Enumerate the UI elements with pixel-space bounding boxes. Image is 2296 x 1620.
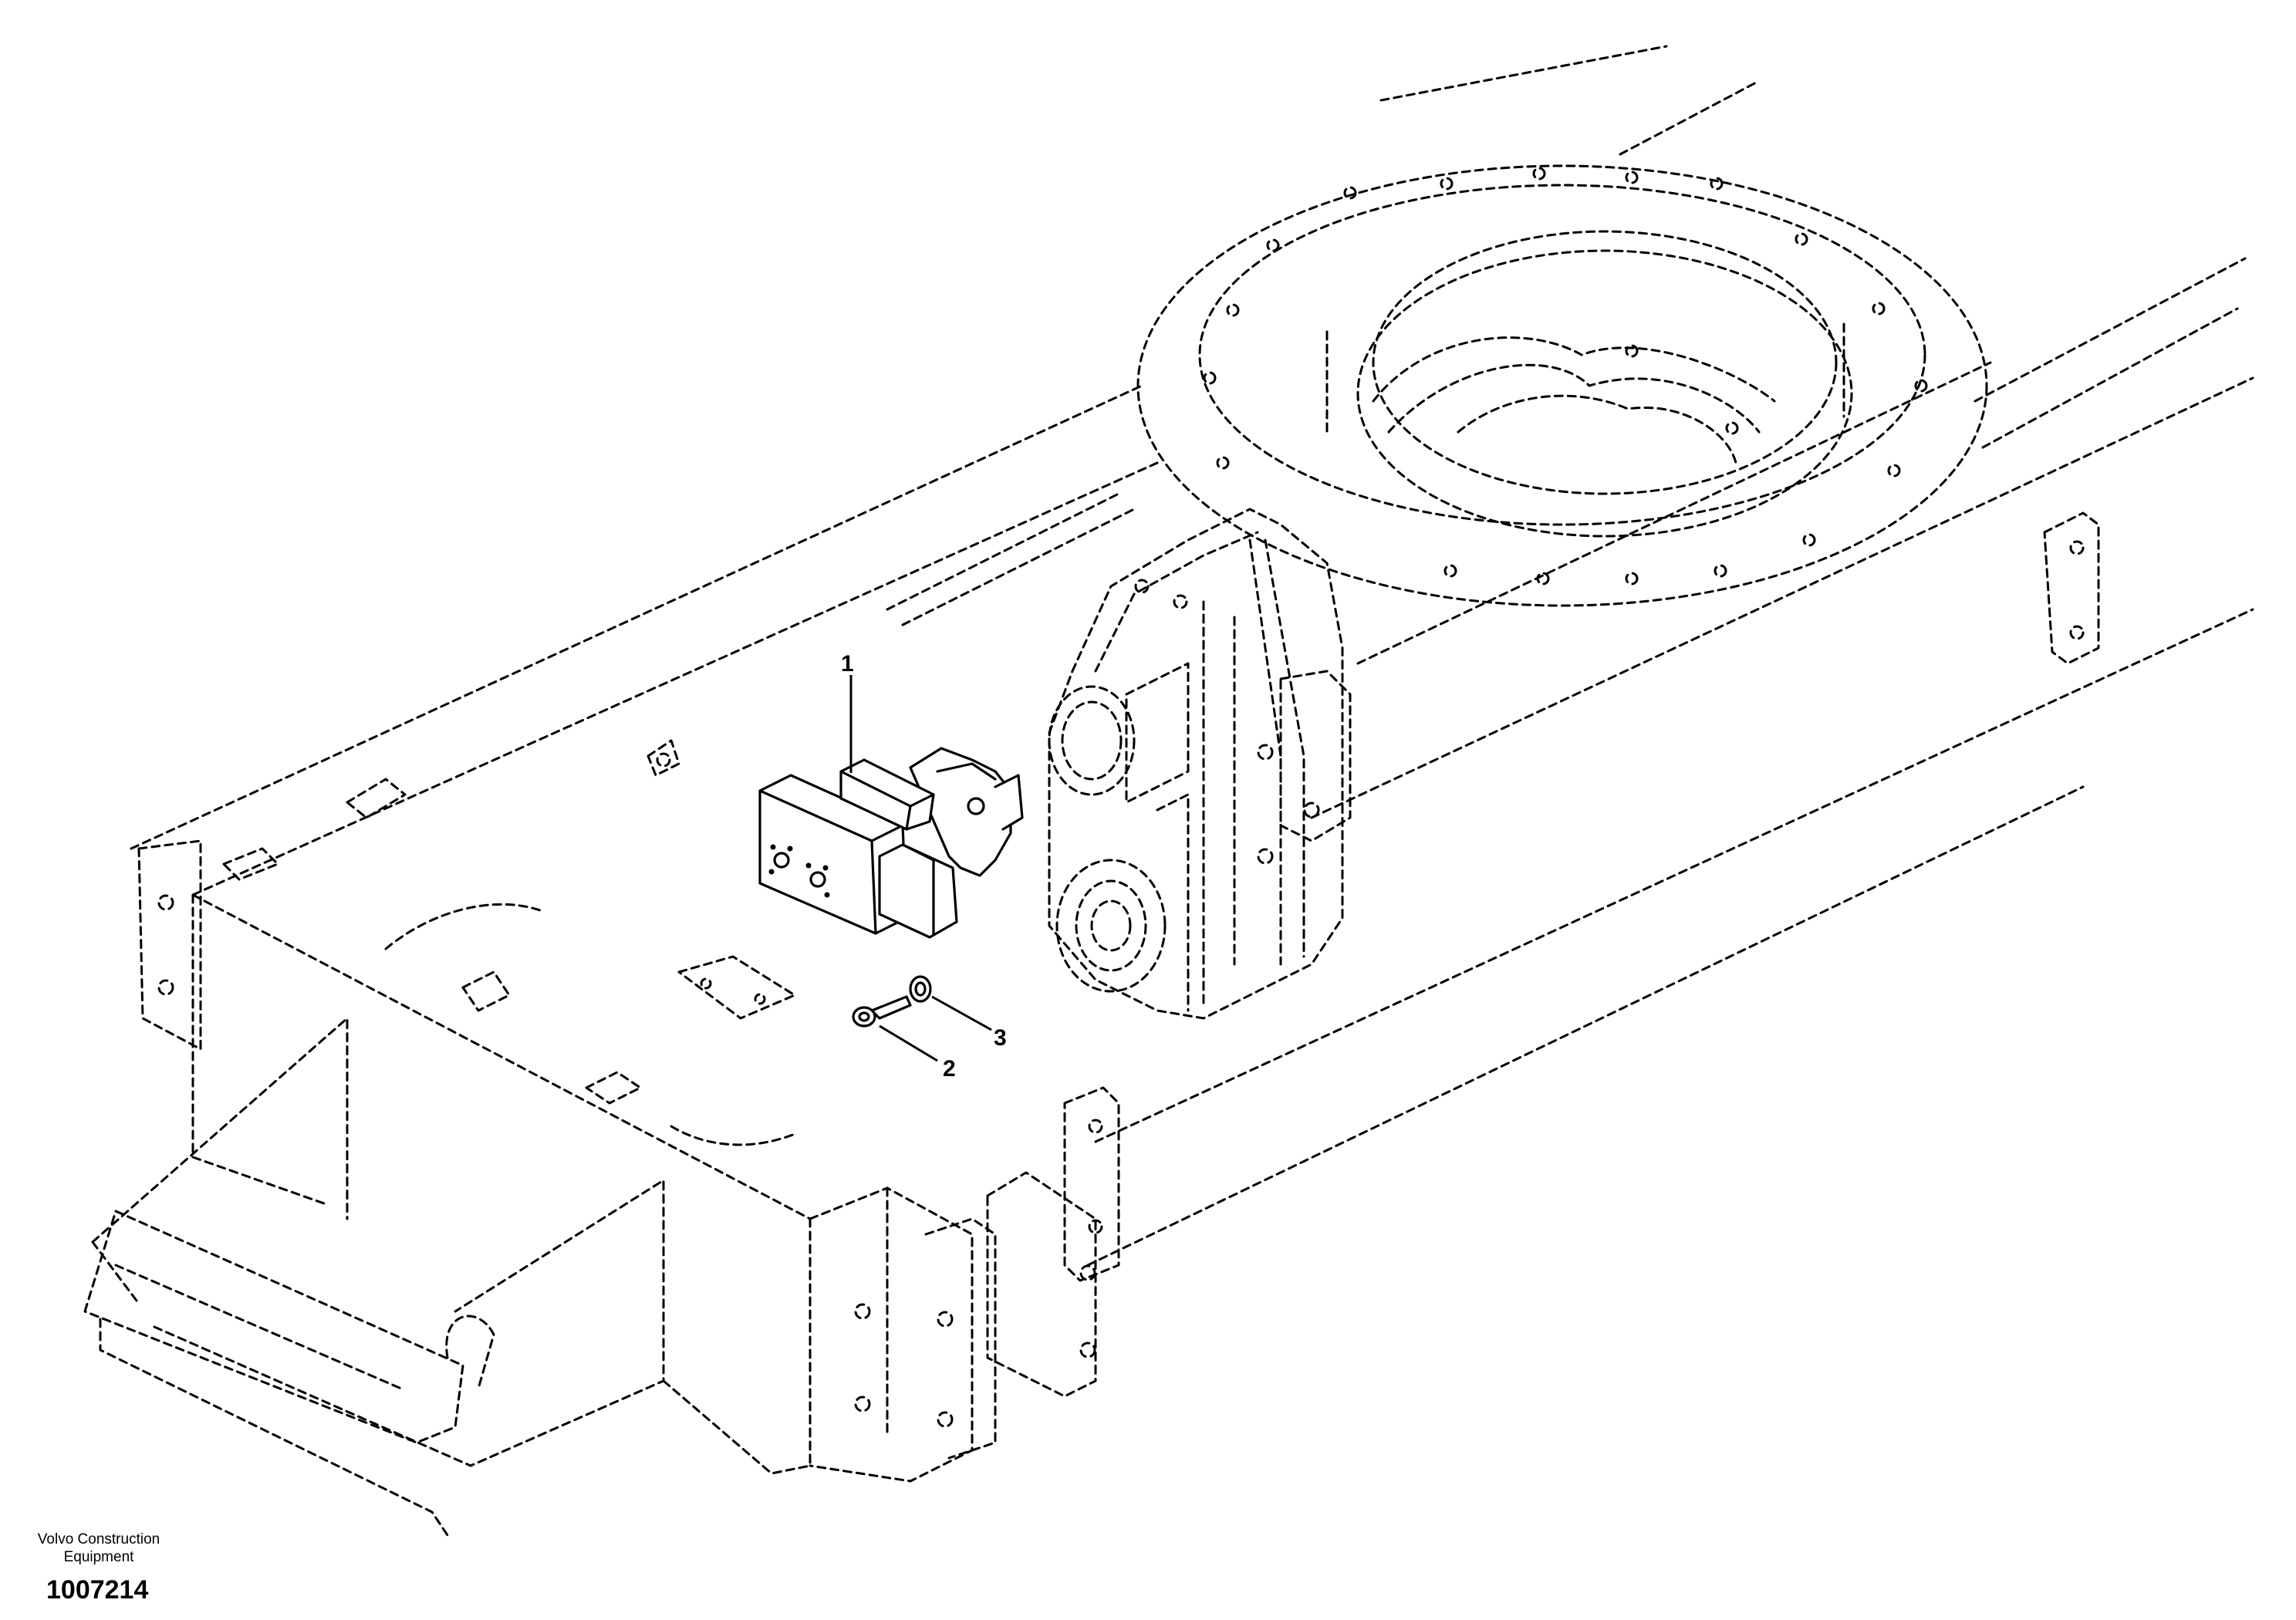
right-brackets: [2043, 511, 2100, 665]
callout-1-label: 1: [841, 651, 854, 677]
credit-line-2: Equipment: [63, 1549, 134, 1565]
carbody-frame: [83, 739, 1120, 1537]
callout-2: 2: [879, 1024, 956, 1082]
document-number: 1007214: [46, 1575, 149, 1605]
bolt: [852, 995, 912, 1028]
callout-3-label: 3: [994, 1025, 1007, 1051]
callout-2-label: 2: [943, 1056, 956, 1082]
ring-bolt-holes: [1203, 167, 1928, 586]
swing-motor: [758, 747, 1024, 939]
slewing-ring: [1136, 164, 1988, 607]
washer: [909, 975, 932, 1003]
callout-1: 1: [841, 651, 854, 773]
swing-gearbox: [1048, 508, 1352, 1020]
manufacturer-credit: Volvo Construction Equipment: [22, 1531, 176, 1566]
callout-3: 3: [931, 995, 1007, 1051]
credit-line-1: Volvo Construction: [37, 1531, 160, 1547]
upper-frame: [130, 45, 2254, 1267]
